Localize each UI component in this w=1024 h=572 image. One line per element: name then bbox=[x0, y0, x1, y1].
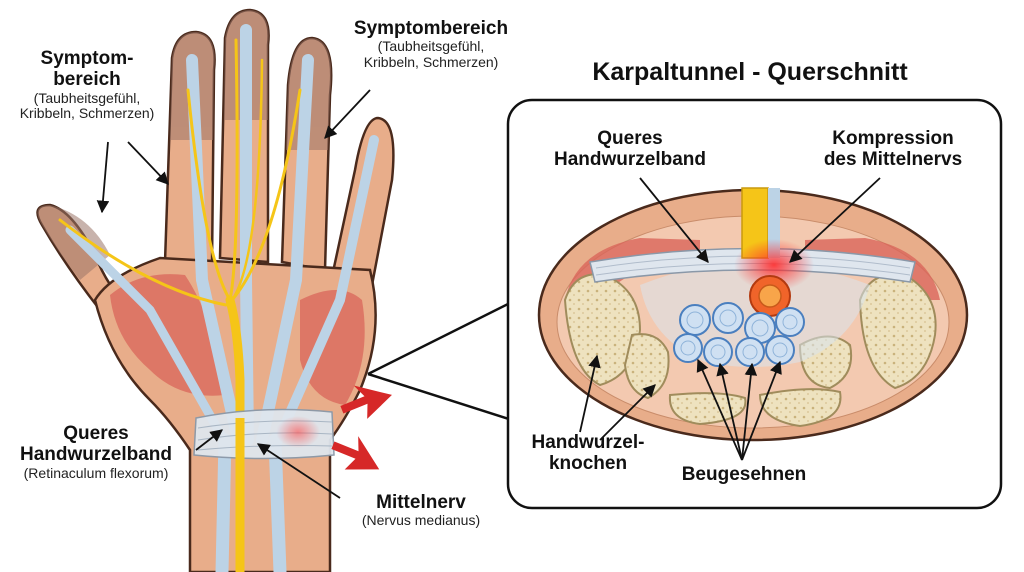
symptom-top-sub: (Taubheitsgefühl, Kribbeln, Schmerzen) bbox=[363, 38, 499, 70]
carpal-bones-label: Handwurzel- knochen bbox=[531, 432, 645, 475]
cross-ligament-label: Queres Handwurzelband bbox=[553, 128, 706, 171]
compression-label: Kompression des Mittelnervs bbox=[823, 128, 963, 171]
pressure-arrow-icon bbox=[340, 385, 392, 419]
hand-tendons bbox=[65, 24, 379, 572]
symptom-top-label: Symptombereich (Taubheitsgefühl, Kribbel… bbox=[336, 18, 526, 71]
hand-leader-lines bbox=[96, 89, 371, 499]
cross-section bbox=[537, 187, 969, 442]
hand-ligament-label: Queres Handwurzelband (Retinaculum flexo… bbox=[2, 423, 190, 481]
hand-ligament-sub: (Retinaculum flexorum) bbox=[23, 464, 169, 481]
pressure-arrow-icon bbox=[331, 436, 380, 470]
nerve-label: Mittelnerv (Nervus medianus) bbox=[336, 492, 506, 529]
compression-glow bbox=[276, 416, 320, 448]
cross-leader-lines bbox=[579, 177, 881, 461]
nerve-title: Mittelnerv bbox=[376, 492, 466, 513]
hand-illustration bbox=[36, 8, 395, 572]
nerve-sub: (Nervus medianus) bbox=[361, 512, 481, 529]
tendons-label: Beugesehnen bbox=[681, 464, 807, 485]
symptom-left-sub: (Taubheitsgefühl, Kribbeln, Schmerzen) bbox=[19, 89, 155, 122]
symptom-left-title: Symptom- bereich bbox=[40, 48, 134, 91]
callout-pointer bbox=[367, 300, 513, 422]
symptom-left-label: Symptom- bereich (Taubheitsgefühl, Kribb… bbox=[2, 48, 172, 122]
hand-ligament-title: Queres Handwurzelband bbox=[19, 423, 172, 466]
median-nerve bbox=[58, 38, 302, 572]
symptom-top-title: Symptombereich bbox=[353, 18, 509, 39]
cross-section-title: Karpaltunnel - Querschnitt bbox=[592, 58, 908, 86]
